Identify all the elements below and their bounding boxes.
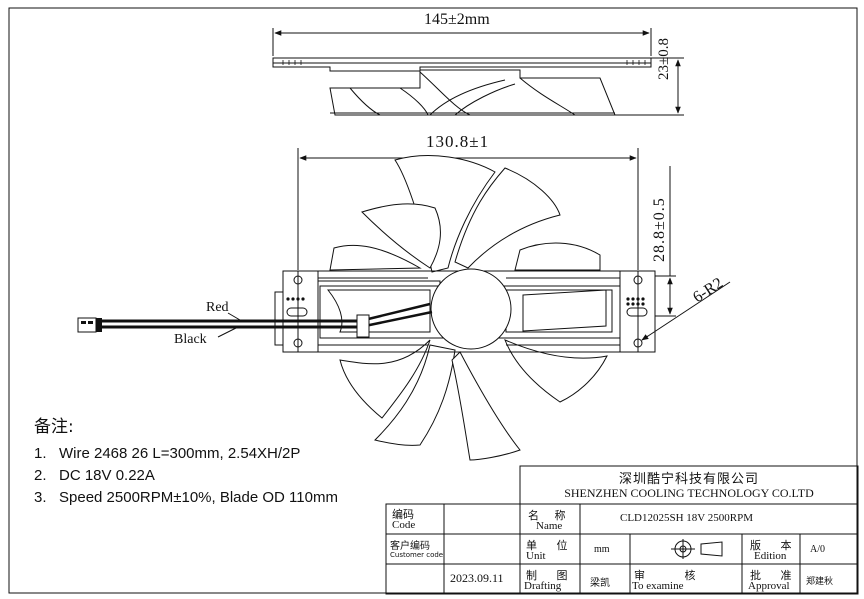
notes-block: 备注: 1. Wire 2468 26 L=300mm, 2.54XH/2P 2.… <box>34 412 338 509</box>
customer-label-cn: 客户编码 <box>390 541 430 552</box>
note-number: 2. <box>34 467 47 484</box>
drafting-label-en: Drafting <box>524 580 562 592</box>
notes-title: 备注: <box>34 417 74 437</box>
wire-harness <box>77 302 433 338</box>
name-label-en: Name <box>536 520 563 532</box>
blades <box>329 155 608 461</box>
examine-label-en: To examine <box>632 580 684 592</box>
approver-name: 郑建秋 <box>806 577 834 587</box>
dim-mount-spacing: 130.8±1 <box>426 132 490 151</box>
note-item: 3. Speed 2500RPM±10%, Blade OD 110mm <box>34 487 338 509</box>
approval-label-cn: 批 准 <box>750 569 800 582</box>
note-text: Speed 2500RPM±10%, Blade OD 110mm <box>59 489 338 506</box>
edition-value: A/0 <box>810 544 825 555</box>
unit-value: mm <box>594 544 610 555</box>
wire-label-black: Black <box>174 332 207 347</box>
company-name-en: SHENZHEN COOLING TECHNOLOGY CO.LTD <box>564 486 814 500</box>
drafting-label-cn: 制 图 <box>526 569 576 582</box>
note-item: 1. Wire 2468 26 L=300mm, 2.54XH/2P <box>34 443 338 465</box>
edition-label-en: Edition <box>754 550 787 562</box>
dim-top-height: 23±0.8 <box>656 38 672 80</box>
unit-label-cn: 单 位 <box>526 539 576 552</box>
dim-hole-offset: 28.8±0.5 <box>651 197 668 262</box>
drafter-name: 梁凯 <box>590 578 610 589</box>
note-text: Wire 2468 26 L=300mm, 2.54XH/2P <box>59 445 301 462</box>
hub <box>430 268 512 350</box>
note-item: 2. DC 18V 0.22A <box>34 465 338 487</box>
customer-label-en: Customer code <box>390 551 444 559</box>
code-label-en: Code <box>392 519 416 531</box>
product-name: CLD12025SH 18V 2500RPM <box>620 512 754 524</box>
front-view <box>274 148 731 461</box>
title-block-grid <box>385 465 859 595</box>
wire-label-red: Red <box>206 300 229 315</box>
company-name-cn: 深圳酷宁科技有限公司 <box>618 472 759 487</box>
side-view <box>272 28 684 116</box>
approval-label-en: Approval <box>748 580 790 592</box>
edition-label-cn: 版 本 <box>750 539 800 552</box>
unit-label-en: Unit <box>526 550 546 562</box>
code-label-cn: 编码 <box>392 508 414 521</box>
drawing-border <box>8 7 858 594</box>
note-text: DC 18V 0.22A <box>59 467 155 484</box>
dim-top-width: 145±2mm <box>424 11 490 28</box>
drawing-date: 2023.09.11 <box>450 571 504 585</box>
note-number: 3. <box>34 489 47 506</box>
examine-label-cn: 审 核 <box>634 569 714 582</box>
name-label-cn: 名 称 <box>528 509 572 522</box>
note-number: 1. <box>34 445 47 462</box>
